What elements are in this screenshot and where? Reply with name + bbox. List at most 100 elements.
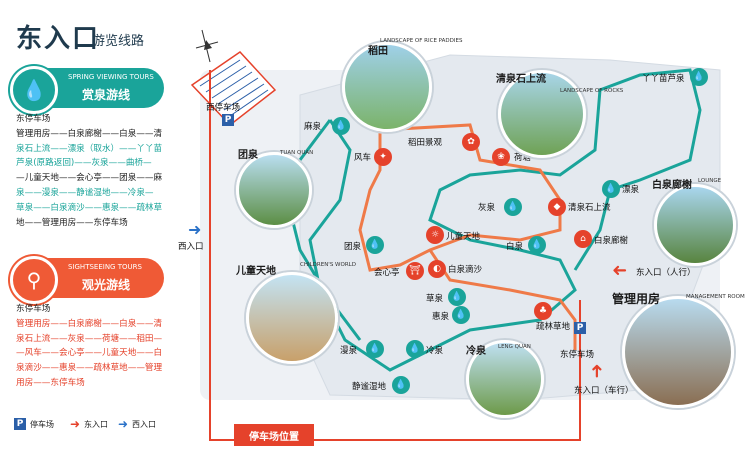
west-parking-icon: P [222, 114, 234, 126]
rocks-icon[interactable]: ◆ [548, 198, 566, 216]
lotus-icon[interactable]: ❀ [492, 148, 510, 166]
west-parking-label: 西停车场 [206, 103, 241, 113]
rocks-photo [498, 70, 586, 158]
spot-cao: 草泉 [426, 294, 444, 304]
spring-spot-icon[interactable]: 💧 [366, 340, 384, 358]
east-vehicle-label: 东入口（车行） [574, 386, 634, 396]
rice-paddy-icon[interactable]: ✿ [462, 133, 480, 151]
spot-hetang: 荷塘 [514, 153, 532, 163]
sight-route-line: —风车——会心亭——儿童天地——白 [16, 348, 163, 359]
spring-spot-icon[interactable]: 💧 [602, 180, 620, 198]
legend-parking: 停车场 [30, 420, 54, 429]
spot-jingmi: 静谧湿地 [352, 382, 387, 392]
photo-title-tuanquan: 团泉 [238, 150, 258, 161]
lengquan-photo [466, 340, 544, 418]
sight-route-line: 东停车场 [16, 304, 51, 314]
management-room-photo [622, 296, 734, 408]
childrens-world-photo [246, 272, 338, 364]
photo-en-lengquan: LENG QUAN [498, 344, 531, 350]
spot-huixin: 会心亭 [374, 268, 400, 278]
spot-man: 漫泉 [340, 346, 358, 356]
photo-title-baiquan: 白泉廊榭 [652, 180, 692, 191]
west-parking-lot [190, 51, 277, 127]
parking-position-label: 停车场位置 [234, 424, 314, 446]
playground-icon[interactable]: ☼ [426, 226, 444, 244]
east-pedestrian-arrow-icon: ➜ [612, 260, 628, 281]
map-title: 东入口 [16, 24, 101, 54]
spot-hui: 惠泉 [432, 312, 450, 322]
rice-paddy-photo [342, 42, 432, 132]
pavilion-icon[interactable]: ⛩ [406, 262, 424, 280]
spot-leng: 冷泉 [426, 346, 444, 356]
spring-route-line: 泉——漫泉——静谧湿地——冷泉— [16, 187, 154, 198]
parking-outline [209, 70, 581, 441]
sight-route-line: 泉石上流——灰泉——荷塘——稻田— [16, 333, 163, 344]
sight-route-line: 用房——东停车场 [16, 377, 85, 388]
lounge-photo [654, 184, 736, 266]
spring-spot-icon[interactable]: 💧 [452, 306, 470, 324]
lounge-icon[interactable]: ⌂ [574, 230, 592, 248]
photo-title-ertong: 儿童天地 [236, 266, 276, 277]
spot-daotian: 稻田景观 [408, 138, 443, 148]
spot-shulin: 疏林草地 [536, 322, 571, 332]
spring-spot-icon[interactable]: 💧 [366, 236, 384, 254]
tuanquan-photo [236, 152, 312, 228]
sight-route-line: 管理用房——白泉廊榭——白泉——清 [16, 318, 163, 329]
meadow-icon[interactable]: ♣ [534, 302, 552, 320]
sand-icon[interactable]: ◐ [428, 260, 446, 278]
spot-bailang: 白泉廊榭 [594, 236, 629, 246]
spring-spot-icon[interactable]: 💧 [690, 68, 708, 86]
spring-route-line: 草泉——白泉滴沙——惠泉——疏林草 [16, 202, 163, 213]
spring-spot-icon[interactable]: 💧 [392, 376, 410, 394]
spot-fengche: 风车 [354, 153, 372, 163]
photo-en-qingquan: LANDSCAPE OF ROCKS [560, 88, 624, 94]
spring-route-line: 泉石上流——漂泉（取水）——丫丫苗 [16, 143, 163, 154]
sight-route-line: 泉滴沙——惠泉——疏林草地——管理 [16, 363, 163, 374]
sightseeing-tour-en: SIGHTSEEING TOURS [68, 263, 142, 271]
photo-en-baiquan: LOUNGE [698, 178, 722, 184]
spot-baisha: 白泉滴沙 [448, 265, 483, 275]
spring-tour-cn: 赏泉游线 [82, 88, 131, 102]
spring-spot-icon[interactable]: 💧 [448, 288, 466, 306]
east-parking-label: 东停车场 [560, 350, 595, 360]
photo-en-tuanquan: TUAN QUAN [280, 150, 314, 156]
spot-yaya: 丫丫苗芦泉 [642, 74, 685, 84]
photo-title-qingquan: 清泉石上流 [496, 74, 546, 85]
spring-spot-icon[interactable]: 💧 [332, 117, 350, 135]
legend-east-entrance: 东入口 [84, 420, 108, 429]
map-subtitle: 游览线路 [92, 34, 145, 49]
legend-west-entrance: 西入口 [132, 420, 156, 429]
east-vehicle-arrow-icon: ➜ [586, 363, 608, 379]
spot-qingquan: 清泉石上流 [568, 203, 611, 213]
photo-en-daotian: LANDSCAPE OF RICE PADDIES [380, 38, 463, 44]
spot-bai: 白泉 [506, 242, 524, 252]
droplet-icon: 💧 [10, 66, 58, 114]
east-pedestrian-label: 东入口（人行） [636, 268, 696, 278]
photo-en-ertong: CHILDREN'S WORLD [300, 262, 356, 268]
west-entrance-label: 西入口 [178, 242, 204, 252]
east-parking-icon: P [574, 322, 586, 334]
spring-spot-icon[interactable]: 💧 [528, 236, 546, 254]
sightseeing-tour-route: 东停车场 管理用房——白泉廊榭——白泉——清 泉石上流——灰泉——荷塘——稻田—… [16, 302, 186, 391]
spring-route-line: 管理用房——白泉廊榭——白泉——清 [16, 128, 163, 139]
photo-title-guanli: 管理用房 [612, 292, 661, 306]
spring-route-line: 地——管理用房——东停车场 [16, 217, 128, 228]
windmill-icon[interactable]: ✦ [374, 148, 392, 166]
spring-route-line: —儿童天地——会心亭——团泉——麻 [16, 173, 163, 184]
photo-title-daotian: 稻田 [368, 46, 388, 57]
spot-ma: 麻泉 [304, 122, 322, 132]
spring-tour-en: SPRING VIEWING TOURS [68, 73, 154, 81]
spring-route-line: 东停车场 [16, 114, 51, 124]
red-arrow-icon: ➜ [70, 417, 81, 431]
spring-route-line: 芦泉(原路返回)——灰泉——曲桥— [16, 158, 152, 169]
spring-tour-route: 东停车场 管理用房——白泉廊榭——白泉——清 泉石上流——漂泉（取水）——丫丫苗… [16, 112, 186, 230]
spring-spot-icon[interactable]: 💧 [406, 340, 424, 358]
spot-ertong: 儿童天地 [446, 232, 481, 242]
spot-huiq: 灰泉 [478, 203, 496, 213]
spot-tuan: 团泉 [344, 242, 362, 252]
spring-spot-icon[interactable]: 💧 [504, 198, 522, 216]
photo-en-guanli: MANAGEMENT ROOM [686, 294, 745, 300]
location-pin-icon: ⚲ [10, 256, 58, 304]
sightseeing-tour-cn: 观光游线 [82, 278, 131, 292]
